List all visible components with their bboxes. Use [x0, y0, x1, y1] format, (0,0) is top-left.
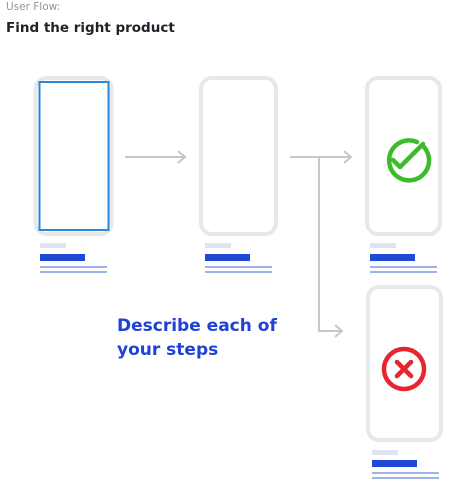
label-placeholder-light: [372, 450, 398, 455]
label-placeholder-line: [370, 266, 437, 268]
label-placeholder-title: [40, 254, 85, 261]
label-placeholder-title: [372, 460, 417, 467]
screen-3[interactable]: [365, 76, 442, 273]
connector-1-to-2: [125, 150, 187, 164]
diagram-subtitle: User Flow:: [6, 1, 61, 13]
label-placeholder-title: [205, 254, 250, 261]
connector-2-branch: [290, 150, 353, 338]
label-placeholder-line: [205, 266, 272, 268]
label-placeholder-line: [40, 271, 107, 273]
screen-1-label: [40, 243, 107, 273]
screen-4-label: [372, 450, 439, 479]
error-x-icon: [381, 346, 427, 392]
instruction-note: Describe each of your steps: [117, 316, 277, 360]
arrowhead-icon: [334, 324, 344, 338]
label-placeholder-line: [372, 472, 439, 474]
label-placeholder-light: [205, 243, 231, 248]
screen-2[interactable]: [199, 76, 278, 273]
phone-frame: [366, 285, 443, 442]
label-placeholder-line: [40, 266, 107, 268]
label-placeholder-light: [40, 243, 66, 248]
phone-frame: [199, 76, 278, 236]
label-placeholder-light: [370, 243, 396, 248]
screen-1[interactable]: [33, 76, 114, 273]
screen-2-label: [205, 243, 272, 273]
label-placeholder-line: [370, 271, 437, 273]
label-placeholder-line: [205, 271, 272, 273]
screen-4[interactable]: [366, 285, 443, 479]
phone-frame: [33, 76, 114, 236]
arrowhead-icon: [343, 150, 353, 164]
arrowhead-icon: [177, 150, 187, 164]
diagram-title: Find the right product: [6, 20, 175, 36]
phone-frame: [365, 76, 442, 236]
label-placeholder-title: [370, 254, 415, 261]
success-check-icon: [386, 138, 432, 183]
screen-3-label: [370, 243, 437, 273]
selection-outline: [38, 81, 110, 231]
label-placeholder-line: [372, 477, 439, 479]
